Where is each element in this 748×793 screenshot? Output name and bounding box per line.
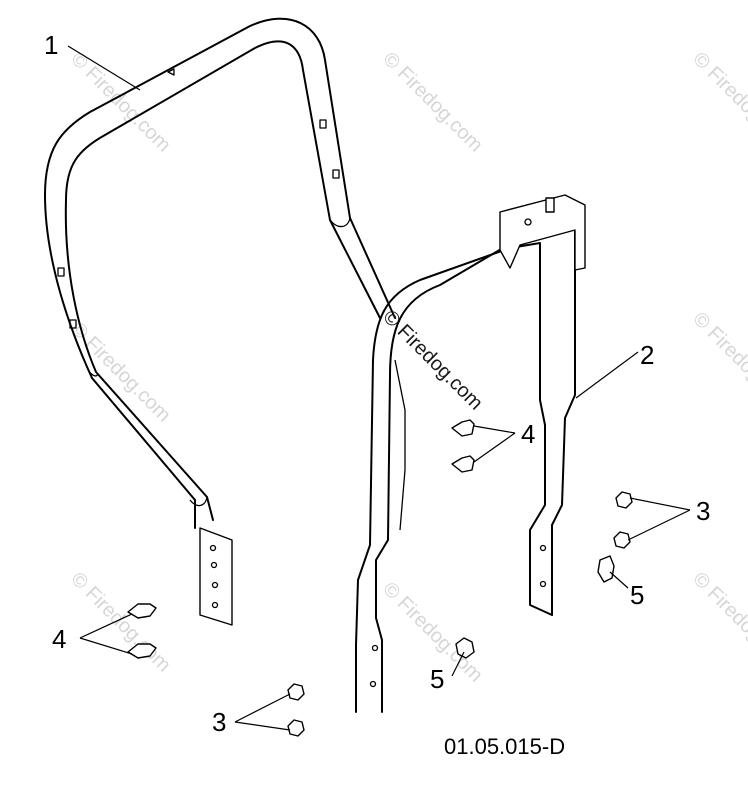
frame-1-tab-2	[319, 119, 327, 129]
nut-3-left-lower	[287, 719, 305, 737]
leader-5-center	[451, 651, 465, 677]
watermark-bottom-right: © Firedog.com	[688, 568, 748, 677]
frame-2-inner-tube	[394, 359, 406, 531]
leader-4-right-a	[473, 425, 516, 434]
callout-5-right: 5	[630, 580, 644, 610]
leader-3-left-a	[234, 693, 291, 723]
callout-5-center: 5	[430, 664, 444, 694]
frame-2-bracket-hole	[524, 218, 532, 226]
callout-3-left: 3	[212, 707, 226, 737]
watermark-mid-right: © Firedog.com	[688, 308, 748, 417]
leader-3-right-a	[629, 497, 691, 511]
bolt-4-left-lower	[127, 643, 157, 659]
frame-1-tab-3	[332, 169, 340, 179]
frame-1-hole-3	[211, 581, 219, 589]
frame-1-hole-1	[209, 544, 217, 552]
bolt-4-right-lower	[451, 455, 475, 473]
frame-1-hole-4	[211, 601, 219, 609]
part-1-front-frame	[44, 17, 396, 626]
callout-3-right: 3	[696, 496, 710, 526]
leader-4-left-a	[79, 613, 133, 639]
callout-4-left: 4	[52, 624, 66, 654]
leader-4-left-b	[79, 637, 133, 655]
frame-1-tab-4	[57, 267, 65, 277]
bolt-5-right	[597, 555, 615, 583]
leader-3-right-b	[627, 509, 691, 541]
frame-2-hole-1	[371, 644, 379, 652]
nut-3-right-lower	[613, 531, 631, 549]
leader-5-right	[609, 571, 629, 589]
watermark-top-right: © Firedog.com	[688, 48, 748, 157]
leader-1	[67, 45, 141, 91]
frame-1-band-upper	[329, 217, 351, 228]
bolt-5-center	[455, 637, 475, 659]
bolts-4-left	[127, 603, 157, 659]
frame-2-inner-edge	[355, 242, 553, 713]
leader-3-left-b	[234, 721, 291, 731]
watermark-top-left: © Firedog.com	[66, 48, 175, 157]
bolt-4-right-upper	[451, 419, 475, 437]
callout-1: 1	[44, 30, 58, 60]
watermark-bottom-left: © Firedog.com	[66, 568, 175, 677]
frame-1-hole-2	[210, 561, 218, 569]
nut-3-left-upper	[287, 683, 305, 701]
frame-1-band-mid	[87, 369, 99, 377]
frame-2-hole-4	[539, 580, 547, 588]
bolt-4-left-upper	[127, 603, 157, 619]
bolts-4-right	[451, 419, 475, 473]
frame-2-hole-3	[539, 544, 547, 552]
frame-1-tab-5	[69, 319, 77, 329]
frame-1-outer-edge	[44, 17, 396, 529]
frame-2-hole-2	[369, 680, 377, 688]
frame-1-inner-edge	[64, 40, 381, 521]
nuts-3-left	[287, 683, 305, 737]
nuts-3-right	[613, 491, 633, 549]
callout-2: 2	[640, 340, 654, 370]
drawing-code: 01.05.015-D	[444, 734, 565, 759]
frame-2-outer-edge	[375, 224, 576, 713]
frame-1-tab-1	[167, 68, 175, 76]
watermark-top-center: © Firedog.com	[378, 48, 487, 157]
callout-4-right: 4	[521, 419, 535, 449]
part-2-rear-frame	[355, 194, 586, 713]
leader-lines	[67, 45, 691, 731]
leader-4-right-b	[473, 432, 516, 463]
frame-2-top-bracket	[499, 194, 586, 271]
leader-2	[575, 351, 639, 399]
frame-1-band-lower	[189, 496, 208, 507]
frame-1-mount-plate	[199, 527, 233, 626]
frame-2-bracket-stud	[545, 197, 555, 213]
nut-3-right-upper	[615, 491, 633, 509]
